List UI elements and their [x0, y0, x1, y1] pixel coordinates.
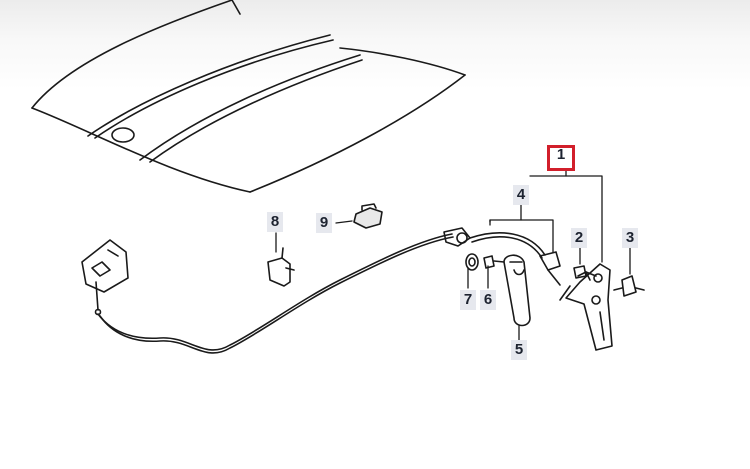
callout-2[interactable]: 2 — [571, 228, 587, 248]
callout-4[interactable]: 4 — [513, 185, 529, 205]
callout-7[interactable]: 7 — [460, 290, 476, 310]
nut-part — [613, 275, 645, 297]
callout-9[interactable]: 9 — [316, 213, 332, 233]
hood-hole — [111, 127, 135, 143]
leader-lines — [275, 169, 631, 343]
callout-8[interactable]: 8 — [267, 212, 283, 232]
release-lever — [503, 254, 531, 327]
callout-3[interactable]: 3 — [622, 228, 638, 248]
washer-and-nut — [465, 253, 505, 271]
bolt-part — [573, 265, 597, 279]
grommet-part — [353, 203, 383, 229]
callout-5[interactable]: 5 — [511, 340, 527, 360]
cable-clip-part — [267, 247, 295, 287]
latch-bracket — [559, 263, 613, 351]
release-cable — [97, 233, 454, 354]
hood-panel — [31, 0, 466, 193]
cable-end-fitting — [443, 227, 561, 286]
hood-latch — [81, 239, 129, 316]
callout-6[interactable]: 6 — [480, 290, 496, 310]
callout-1[interactable]: 1 — [547, 145, 575, 171]
